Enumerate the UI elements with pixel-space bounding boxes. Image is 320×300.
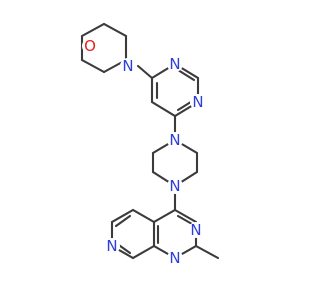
svg-text:N: N: [122, 57, 133, 75]
atom-n-pyridopyrimidine-1: N: [167, 249, 183, 267]
atom-n-piperazine-top: N: [167, 131, 183, 149]
svg-text:N: N: [192, 93, 203, 111]
svg-text:N: N: [169, 249, 180, 267]
svg-text:N: N: [169, 177, 180, 195]
svg-text:O: O: [84, 37, 96, 55]
morpholine-pyrimidine-link: [136, 64, 154, 80]
svg-text:N: N: [106, 237, 117, 255]
svg-text:N: N: [190, 221, 201, 239]
atom-n-piperazine-bottom: N: [167, 177, 183, 195]
atom-n-pyridopyrimidine-3: N: [188, 221, 204, 239]
atom-n-pyrimidine-a: N: [167, 55, 183, 73]
molecule-structure-diagram: O N N N N N N N N: [80, 22, 220, 267]
atom-o-morpholine: O: [82, 37, 98, 55]
atom-n-pyridine: N: [104, 237, 120, 255]
atom-n-morpholine: N: [120, 57, 136, 75]
atom-n-pyrimidine-b: N: [190, 93, 206, 111]
svg-text:N: N: [169, 131, 180, 149]
svg-text:N: N: [169, 55, 180, 73]
